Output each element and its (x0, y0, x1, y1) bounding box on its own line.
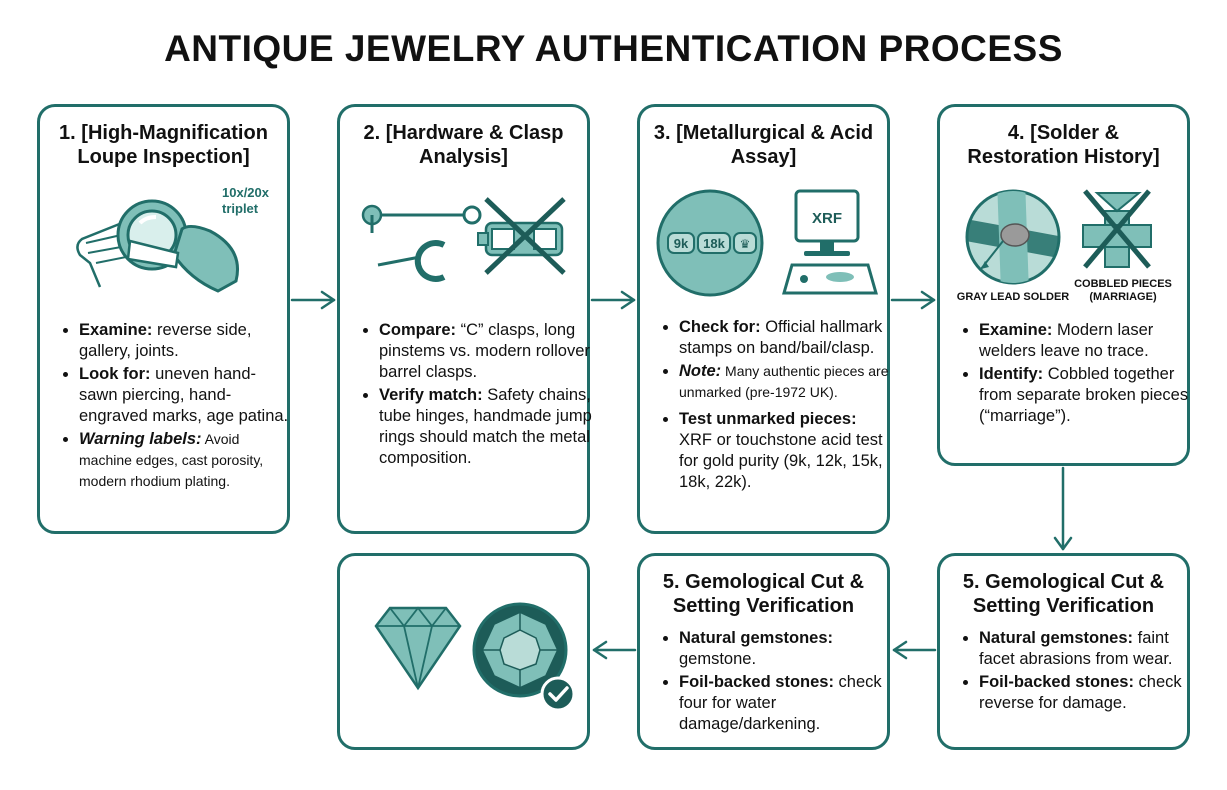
step-5b-bullets: Natural gemstones: gemstone. Foil-backed… (662, 628, 897, 737)
arrow-3-to-4-icon (890, 290, 936, 310)
hand-loupe-icon: 10x/20x triplet (76, 185, 270, 293)
step-3-card: 3. [Metallurgical & Acid Assay] 9k 18k ♛… (637, 104, 890, 534)
list-item: Examine: Modern laser welders leave no t… (979, 320, 1194, 362)
list-item: Examine: reverse side, gallery, joints. (79, 320, 294, 362)
step-4-card: 4. [Solder & Restoration History] GRAY L… (937, 104, 1190, 466)
list-item: Natural gemstones: gemstone. (679, 628, 897, 670)
list-item: Test unmarked pieces: XRF or touchstone … (679, 409, 894, 493)
step-4-bullets: Examine: Modern laser welders leave no t… (962, 320, 1194, 429)
solder-label: GRAY LEAD SOLDER (957, 291, 1070, 303)
list-item: Check for: Official hallmark stamps on b… (679, 317, 894, 359)
list-item: Identify: Cobbled together from separate… (979, 364, 1194, 427)
xrf-label: XRF (812, 210, 842, 227)
step-1-card: 1. [High-Magnification Loupe Inspection]… (37, 104, 290, 534)
step-1-title: 1. [High-Magnification Loupe Inspection] (59, 122, 268, 168)
gemstone-card (337, 553, 590, 750)
solder-restoration-icon: GRAY LEAD SOLDER COBBLED PIECES (MARRIAG… (957, 189, 1172, 303)
loupe-label-magnification: 10x/20x (222, 185, 270, 200)
loupe-label-triplet: triplet (222, 201, 259, 216)
step-1-bullets: Examine: reverse side, gallery, joints. … (62, 320, 294, 494)
cobbled-label-2: (MARRIAGE) (1089, 291, 1157, 303)
step-5a-bullets: Natural gemstones: faint facet abrasions… (962, 628, 1197, 716)
arrow-5b-to-6-icon (592, 640, 637, 660)
step-5b-title: 5. Gemological Cut & Setting Verificatio… (662, 571, 865, 617)
list-item: Foil-backed stones: check reverse for da… (979, 672, 1197, 714)
step-2-title: 2. [Hardware & Clasp Analysis] (363, 122, 564, 168)
step-4-title: 4. [Solder & Restoration History] (967, 122, 1160, 168)
list-item: Compare: “C” clasps, long pinstems vs. m… (379, 320, 594, 383)
arrow-5a-to-5b-icon (892, 640, 937, 660)
arrow-4-to-5a-icon (1053, 466, 1073, 551)
step-3-bullets: Check for: Official hallmark stamps on b… (662, 317, 894, 495)
gemstone-icon (374, 602, 576, 712)
list-item: Note: Many authentic pieces are unmarked… (679, 361, 894, 403)
list-item: Natural gemstones: faint facet abrasions… (979, 628, 1197, 670)
list-item: Look for: uneven hand-sawn piercing, han… (79, 364, 294, 427)
step-2-card: 2. [Hardware & Clasp Analysis] Compare: … (337, 104, 592, 534)
step-5a-title: 5. Gemological Cut & Setting Verificatio… (962, 571, 1165, 617)
list-item: Warning labels: Avoid machine edges, cas… (79, 429, 294, 492)
hallmark-xrf-icon: 9k 18k ♛ XRF (656, 189, 878, 297)
cobbled-label-1: COBBLED PIECES (1074, 278, 1172, 290)
step-5a-card: 5. Gemological Cut & Setting Verificatio… (937, 553, 1190, 750)
clasp-icon (361, 197, 566, 282)
hallmark-18k: 18k (703, 236, 725, 251)
hallmark-crown: ♛ (740, 237, 751, 251)
hallmark-9k: 9k (674, 236, 689, 251)
step-2-bullets: Compare: “C” clasps, long pinstems vs. m… (362, 320, 594, 471)
page-title: ANTIQUE JEWELRY AUTHENTICATION PROCESS (164, 28, 1063, 69)
arrow-2-to-3-icon (590, 290, 636, 310)
arrow-1-to-2-icon (290, 290, 336, 310)
step-3-title: 3. [Metallurgical & Acid Assay] (653, 122, 874, 168)
list-item: Verify match: Safety chains, tube hinges… (379, 385, 594, 469)
step-5b-card: 5. Gemological Cut & Setting Verificatio… (637, 553, 890, 750)
list-item: Foil-backed stones: check four for water… (679, 672, 897, 735)
